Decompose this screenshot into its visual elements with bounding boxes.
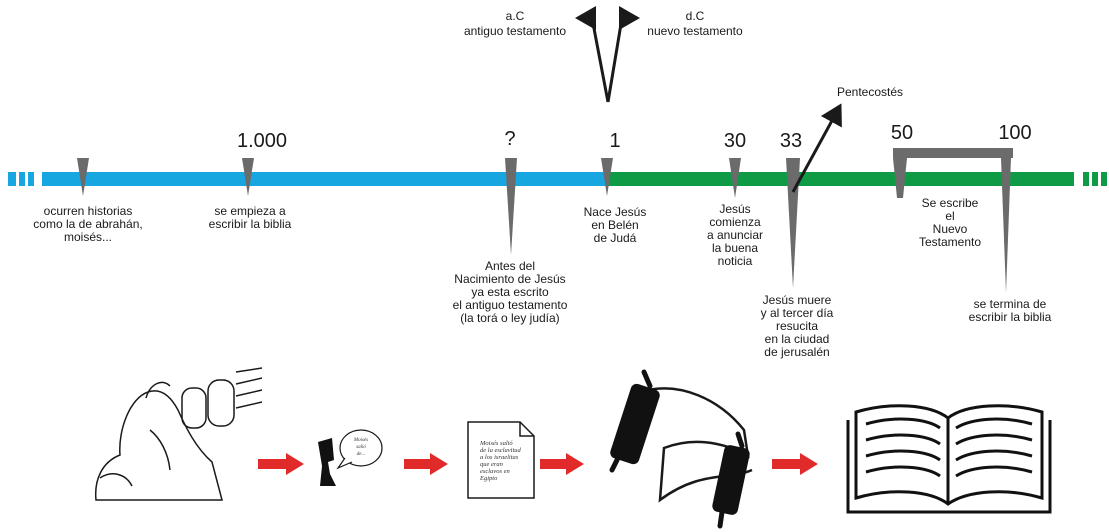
progress-arrow-4 xyxy=(772,453,818,475)
marker-year-1 xyxy=(601,158,613,196)
timeline-bar xyxy=(8,172,1107,186)
marker-year-33 xyxy=(786,158,800,288)
year-unknown: ? xyxy=(504,128,516,150)
marker-year-30 xyxy=(729,158,741,198)
marker-1000 xyxy=(242,158,254,196)
old-testament-segment xyxy=(42,172,608,186)
open-book-icon xyxy=(846,404,1052,514)
label-year-30: Jesús comienza a anunciar la buena notic… xyxy=(706,202,764,268)
moses-tablets-icon xyxy=(94,367,263,501)
label-year-100: se termina de escribir la biblia xyxy=(968,297,1052,324)
progress-arrow-3 xyxy=(540,453,584,475)
label-year-33: Jesús muere y al tercer día resucita en … xyxy=(760,293,834,359)
progress-arrow-1 xyxy=(258,453,304,475)
year-50: 50 xyxy=(890,122,914,144)
new-testament-segment xyxy=(608,172,1074,186)
label-year-50: Se escribe el Nuevo Testamento xyxy=(918,196,982,249)
bracket-50-100 xyxy=(893,148,1013,293)
scroll-icon xyxy=(609,369,753,529)
year-1000: 1.000 xyxy=(236,130,288,152)
marker-unknown xyxy=(505,158,517,255)
marker-origins xyxy=(77,158,89,196)
label-1000: se empieza a escribir la biblia xyxy=(208,204,292,231)
year-1: 1 xyxy=(609,130,621,152)
era-before-label: a.C antiguo testamento xyxy=(463,9,567,38)
label-pentecost: Pentecostés xyxy=(836,85,904,99)
pentecost-arrow xyxy=(791,103,842,193)
progress-arrow-2 xyxy=(404,453,448,475)
year-33: 33 xyxy=(779,130,803,152)
year-30: 30 xyxy=(723,130,747,152)
label-unknown: Antes del Nacimiento de Jesús ya esta es… xyxy=(452,259,568,325)
era-after-label: d.C nuevo testamento xyxy=(647,9,743,38)
label-year-1: Nace Jesús en Belén de Judá xyxy=(583,205,647,245)
year-100: 100 xyxy=(998,122,1032,144)
era-divider xyxy=(575,6,640,103)
label-origins: ocurren historias como la de abrahán, mo… xyxy=(33,204,143,244)
